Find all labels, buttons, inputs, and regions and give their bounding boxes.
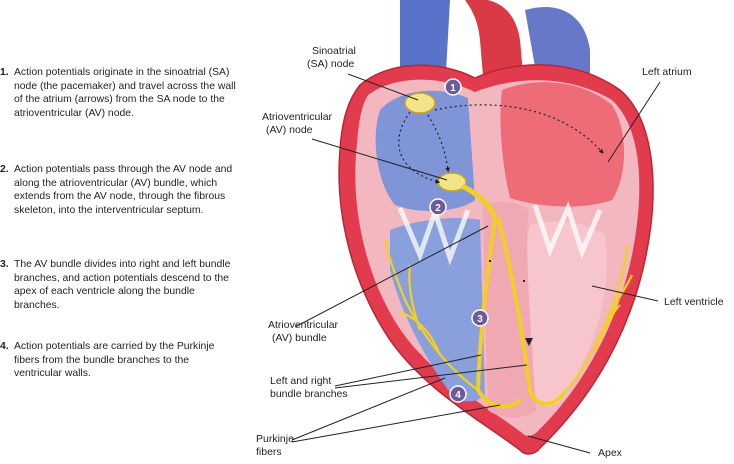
step-2: 2. Action potentials pass through the AV… [0,163,236,217]
step-number: 4. [0,341,9,352]
leader-purkinje [291,377,446,441]
step-text: The AV bundle divides into right and lef… [14,259,231,311]
leader-bundle-branches [334,364,528,389]
leader-sa-node [347,73,419,101]
step-number: 3. [0,259,9,270]
step-3: 3. The AV bundle divides into right and … [0,258,236,312]
step-text: Action potentials are carried by the Pur… [14,341,215,380]
svg-text:3: 3 [477,314,483,325]
label-left-atrium: Left atrium [642,66,692,78]
av-bundle [460,183,498,219]
svg-text:2: 2 [435,203,441,214]
left-ventricle-chamber [523,221,607,407]
step-text: Action potentials pass through the AV no… [14,164,233,216]
label-sa-node: Sinoatrial(SA) node [307,45,356,70]
leader-purkinje [291,404,501,443]
step-number: 1. [0,67,9,78]
step-list: 1. Action potentials originate in the si… [0,0,240,464]
interventricular-septum [483,201,536,418]
leader-left-ventricle [591,285,659,302]
step-badge-2: 2 [429,198,447,216]
right-bundle-branch [475,217,522,409]
atrial-spread-path [398,111,441,184]
step-4: 4. Action potentials are carried by the … [0,340,236,381]
leader-left-atrium [607,81,661,163]
heart-conduction-diagram: 1 2 3 4 Sinoatrial(SA) node Atrioventric… [256,0,724,459]
label-apex: Apex [598,447,623,459]
leader-av-node [311,138,448,181]
leader-av-bundle [294,225,489,328]
leader-bundle-branches [334,354,482,387]
mitral-valve [532,200,603,260]
step-1: 1. Action potentials originate in the si… [0,66,236,120]
label-av-node: Atrioventricular(AV) node [262,111,333,136]
leader-apex [527,435,591,454]
purkinje-fibers [383,239,633,393]
sa-node [404,92,436,114]
step-number: 2. [0,164,9,175]
step-badge-1: 1 [444,78,462,96]
label-av-bundle: Atrioventricular(AV) bundle [268,319,339,344]
svg-text:1: 1 [450,83,456,94]
left-atrium-chamber [500,82,624,207]
right-ventricle [390,218,485,402]
label-left-ventricle: Left ventricle [664,296,724,308]
svg-text:4: 4 [455,390,461,401]
step-badge-3: 3 [471,309,489,327]
step-text: Action potentials originate in the sinoa… [14,67,236,119]
atrial-spread-path [427,114,451,173]
step-badge-4: 4 [449,385,467,403]
atrial-spread-path [434,104,604,154]
